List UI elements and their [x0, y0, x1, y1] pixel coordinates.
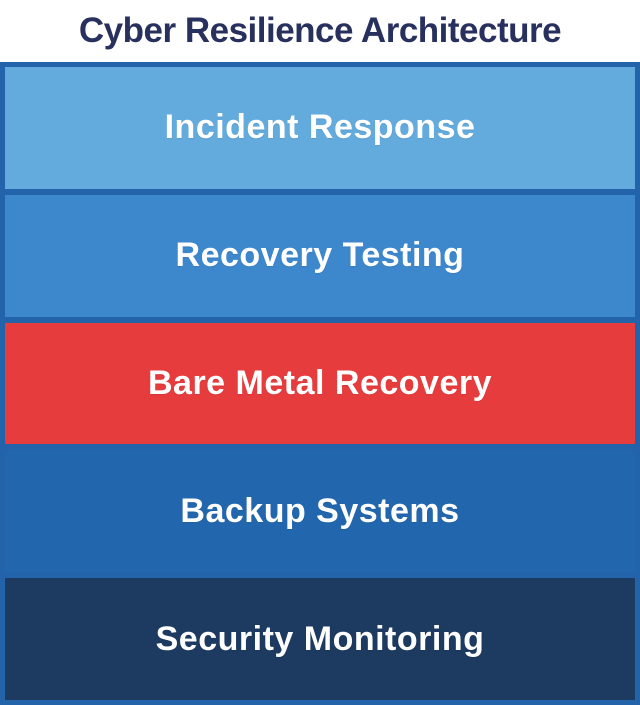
layer-security-monitoring: Security Monitoring	[5, 572, 635, 700]
layer-label-backup-systems: Backup Systems	[180, 491, 460, 530]
layer-label-incident-response: Incident Response	[164, 108, 476, 147]
layer-recovery-testing: Recovery Testing	[5, 188, 635, 317]
layer-label-bare-metal-recovery: Bare Metal Recovery	[147, 363, 492, 402]
layer-label-recovery-testing: Recovery Testing	[175, 236, 465, 275]
layer-incident-response: Incident Response	[5, 67, 635, 189]
layer-label-security-monitoring: Security Monitoring	[155, 619, 485, 658]
layer-backup-systems: Backup Systems	[5, 444, 635, 573]
architecture-stack: Incident Response Recovery Testing Bare …	[0, 62, 640, 705]
layer-bare-metal-recovery: Bare Metal Recovery	[5, 316, 635, 445]
page-title: Cyber Resilience Architecture	[78, 11, 562, 50]
